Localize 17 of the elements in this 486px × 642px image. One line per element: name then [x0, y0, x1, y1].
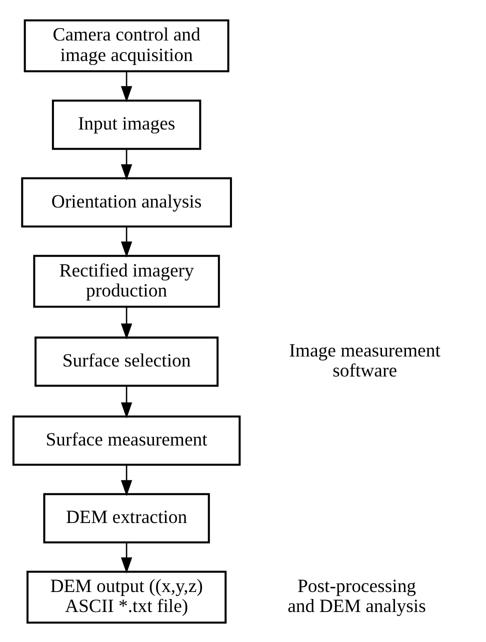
arrow — [120, 226, 132, 258]
arrow — [120, 542, 132, 573]
node-box: Surface selection — [34, 336, 219, 386]
label: Image measurement software — [289, 340, 440, 382]
node-box: DEM extraction — [43, 492, 210, 543]
arrow — [120, 385, 132, 418]
arrow — [120, 148, 132, 180]
arrow — [120, 70, 132, 102]
node-box: Camera control and image acquisition — [24, 18, 230, 72]
arrow — [120, 464, 132, 496]
arrow — [120, 306, 132, 340]
node-label: Post-processing and DEM analysis — [288, 576, 426, 617]
node-box: Input images — [52, 99, 202, 150]
node-box: Rectified imagery production — [33, 254, 220, 308]
node-box: DEM output ((x,y,z) ASCII *.txt file) — [26, 570, 227, 624]
node-box: Orientation analysis — [21, 176, 232, 227]
node-box: Surface measurement — [12, 415, 241, 466]
